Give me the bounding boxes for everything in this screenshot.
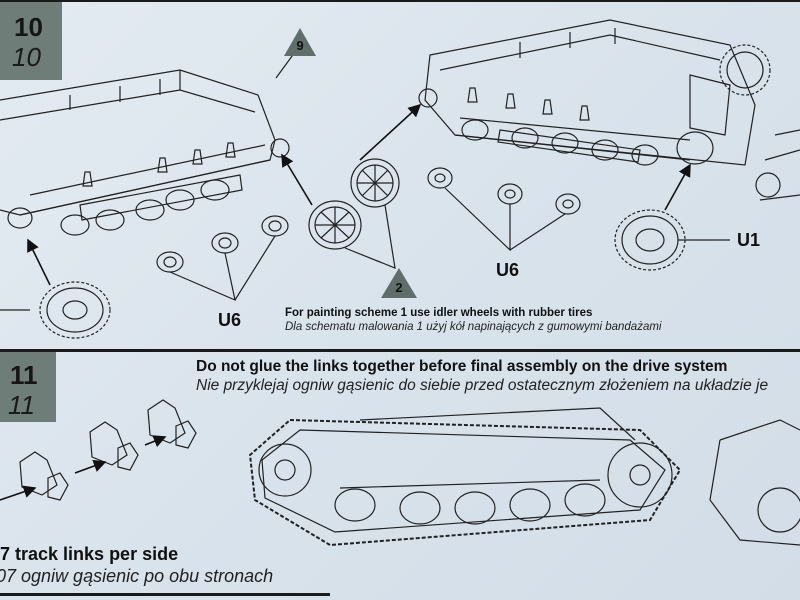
track-count-en: 7 track links per side <box>0 544 179 564</box>
tracked-hull <box>248 407 682 547</box>
sprocket-u1 <box>614 209 686 271</box>
top-divider <box>0 0 800 2</box>
sprocket-top-right <box>719 44 771 96</box>
part-label-u6-left: U6 <box>218 310 242 330</box>
bottom-divider <box>0 593 330 596</box>
step-10-number-alt: 10 <box>12 42 41 72</box>
track-links <box>19 399 197 501</box>
painting-note-en: For painting scheme 1 use idler wheels w… <box>285 307 593 319</box>
callout-step-9: 9 <box>284 28 316 56</box>
road-wheels-right <box>418 88 714 166</box>
tracked-hull-partial <box>709 419 800 546</box>
idler-leader <box>344 204 396 269</box>
bogie-pins-right <box>467 87 590 121</box>
part-label-u1: U1 <box>737 230 761 250</box>
callout-step-2: 2 <box>381 268 417 298</box>
painting-note-pl: Dla schematu malowania 1 użyj kół napina… <box>285 321 662 333</box>
glue-warning-en: Do not glue the links together before fi… <box>196 358 728 375</box>
bogie-pins-left <box>82 142 236 187</box>
step-10-box <box>0 2 62 80</box>
step-11-number-alt: 11 <box>8 390 35 420</box>
step-11-box <box>0 352 56 422</box>
triangle-icon <box>284 28 316 56</box>
glue-warning-pl: Nie przyklejaj ogniw gąsienic do siebie … <box>196 377 769 394</box>
triangle-icon <box>381 268 417 298</box>
hull-partial-right <box>755 129 800 201</box>
step-10-number: 10 <box>14 12 43 42</box>
idler-wheels <box>308 158 400 250</box>
sprocket-left <box>39 281 111 339</box>
u6-left-leader <box>169 235 276 302</box>
callout-step-2-number: 2 <box>395 280 403 295</box>
track-count-pl: 07 ogniw gąsienic po obu stronach <box>0 566 274 586</box>
u6-wheels-left <box>156 215 289 273</box>
road-wheels-left <box>7 138 290 236</box>
hull-right <box>424 19 756 166</box>
u6-right-leader <box>444 187 566 252</box>
step-11-number: 11 <box>10 360 38 390</box>
u6-wheels-right <box>427 167 581 215</box>
section-divider <box>0 349 800 352</box>
part-label-u6-right: U6 <box>496 260 520 280</box>
callout-step-9-number: 9 <box>296 38 304 53</box>
